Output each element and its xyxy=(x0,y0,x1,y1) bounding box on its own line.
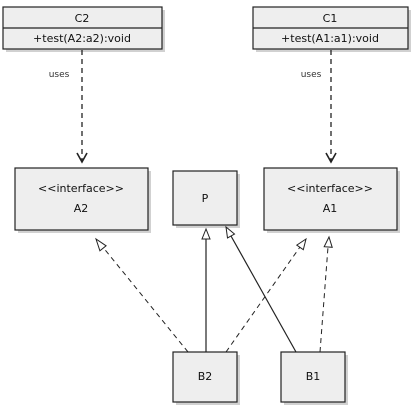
class-c1-name: C1 xyxy=(323,12,338,25)
class-c2[interactable]: C2 +test(A2:a2):void xyxy=(2,6,165,52)
dependency-c2-a2-label: uses xyxy=(49,70,70,80)
generalization-b1-p xyxy=(225,225,297,353)
class-p[interactable]: P xyxy=(172,170,240,228)
generalization-b2-p xyxy=(201,227,211,352)
interface-a1-name: A1 xyxy=(323,202,338,215)
interface-a2[interactable]: <<interface>> A2 xyxy=(14,167,151,233)
realization-b2-a2 xyxy=(95,237,189,353)
class-b1[interactable]: B1 xyxy=(280,351,348,405)
interface-a2-stereotype: <<interface>> xyxy=(38,182,124,195)
class-c1[interactable]: C1 +test(A1:a1):void xyxy=(252,6,411,52)
dependency-c1-a1: uses xyxy=(301,50,337,164)
class-b2-name: B2 xyxy=(198,370,213,383)
dependency-c1-a1-label: uses xyxy=(301,70,322,80)
dependency-c2-a2: uses xyxy=(49,50,88,164)
class-b2[interactable]: B2 xyxy=(172,351,240,405)
class-c1-method: +test(A1:a1):void xyxy=(281,32,379,45)
realization-b2-a1 xyxy=(225,237,307,353)
realization-b1-a1 xyxy=(319,235,333,353)
interface-a1[interactable]: <<interface>> A1 xyxy=(263,167,400,233)
class-p-name: P xyxy=(202,192,209,205)
class-c2-name: C2 xyxy=(75,12,90,25)
class-b1-name: B1 xyxy=(306,370,321,383)
class-c2-method: +test(A2:a2):void xyxy=(33,32,131,45)
interface-a1-stereotype: <<interface>> xyxy=(287,182,373,195)
interface-a2-name: A2 xyxy=(74,202,89,215)
